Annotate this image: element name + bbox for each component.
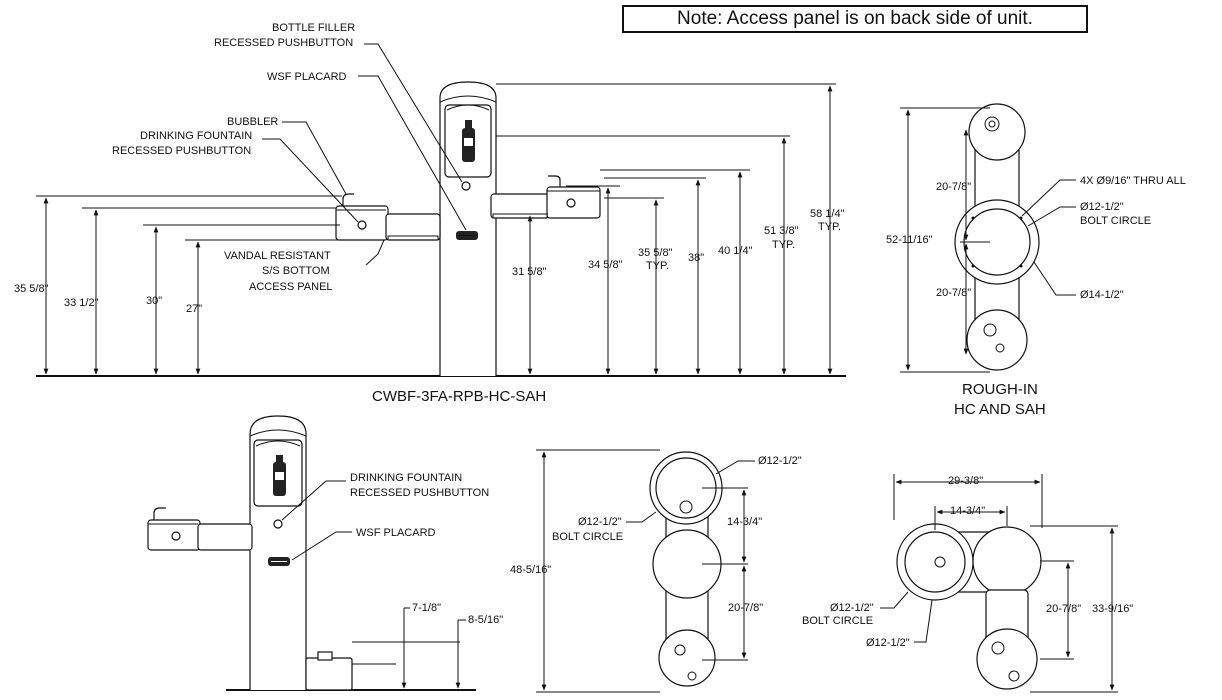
- rough-in-flange-dia: Ø14-1/2": [1080, 289, 1124, 301]
- rough-in-title-1: ROUGH-IN: [962, 381, 1038, 398]
- callout-bottle-filler-1: BOTTLE FILLER: [272, 22, 355, 34]
- plan-b-right-circle: [972, 526, 1042, 596]
- rough-in-title-2: HC AND SAH: [954, 401, 1046, 418]
- plan-a-overall: 48-5/16": [510, 564, 551, 576]
- side-bottle-icon: [273, 455, 286, 496]
- dim-34-5-8: 34 5/8": [588, 259, 623, 271]
- side-callout-fountain-1: DRINKING FOUNTAIN: [350, 472, 462, 484]
- left-drinking-fountain: [335, 193, 441, 241]
- plan-b-bolt-circle-label: BOLT CIRCLE: [802, 615, 873, 627]
- rough-in-bottom-circle: [966, 309, 1028, 371]
- side-dim-7-1-8: 7-1/8": [412, 602, 441, 614]
- plan-a-bottom-circle: [658, 629, 716, 687]
- dim-40-1-4: 40 1/4": [718, 245, 753, 257]
- dim-58-1-4: 58 1/4": [810, 208, 845, 220]
- plan-view-a: 48-5/16" 14-3/4" 20-7/8" Ø12-1/2" Ø12-1/…: [510, 449, 802, 693]
- rough-in-upper: 20-7/8": [936, 181, 971, 193]
- callout-drinking-fountain-1: DRINKING FOUNTAIN: [140, 130, 252, 142]
- dim-30: 30": [146, 295, 162, 307]
- callout-bottle-filler-2: RECESSED PUSHBUTTON: [214, 37, 353, 49]
- dim-35-5-8-typ: 35 5/8": [638, 247, 673, 259]
- model-label: CWBF-3FA-RPB-HC-SAH: [372, 388, 546, 405]
- front-elevation: 35 5/8" 33 1/2" 30" 27" 31 5/8" 34 5/8" …: [14, 22, 846, 405]
- plan-b-spacing: 14-3/4": [950, 505, 985, 517]
- plan-view-b: 29-3/8" 14-3/4" 20-7/8" 33-9/16" Ø12-1/2…: [802, 474, 1133, 693]
- callout-drinking-fountain-2: RECESSED PUSHBUTTON: [112, 145, 251, 157]
- bottle-icon: [462, 120, 475, 162]
- plan-b-depth: 20-7/8": [1046, 603, 1081, 615]
- rough-in-overall: 52-11/16": [886, 234, 933, 246]
- dim-38: 38": [688, 252, 704, 264]
- plan-a-top-circle-dia: Ø12-1/2": [758, 455, 802, 467]
- plan-a-upper: 14-3/4": [727, 516, 762, 528]
- bottle-filler-tower: [439, 81, 497, 376]
- dim-51-3-8: 51 3/8": [764, 225, 799, 237]
- dim-58-1-4-typ: TYP.: [818, 221, 841, 233]
- access-panel-note: Note: Access panel is on back side of un…: [622, 5, 1088, 33]
- side-base-housing: [305, 657, 353, 691]
- side-callout-wsf: WSF PLACARD: [356, 527, 436, 539]
- right-drinking-fountain: [490, 175, 601, 219]
- rough-in-lower: 20-7/8": [936, 287, 971, 299]
- right-pushbutton: [566, 198, 576, 208]
- callout-vandal-2: S/S BOTTOM: [262, 265, 330, 277]
- dim-35-5-8: 35 5/8": [14, 283, 49, 295]
- rough-in-top-circle: [968, 103, 1026, 161]
- plan-a-bolt-circle-dia: Ø12-1/2": [578, 516, 622, 528]
- callout-bubbler: BUBBLER: [227, 116, 278, 128]
- side-pushbutton: [273, 519, 283, 529]
- dim-33-1-2: 33 1/2": [64, 297, 99, 309]
- dim-31-5-8: 31 5/8": [512, 266, 547, 278]
- side-elevation: 7-1/8" 8-5/16" DRINKING FOUNTAIN RECESSE…: [147, 415, 503, 691]
- left-pushbutton: [357, 220, 367, 230]
- rough-in-bolt-circle-dia: Ø12-1/2": [1080, 201, 1124, 213]
- plan-b-bolt-circle-dia: Ø12-1/2": [830, 602, 874, 614]
- rough-in-bolt-circle-label: BOLT CIRCLE: [1080, 215, 1151, 227]
- dim-35-5-8-typ-label: TYP.: [646, 260, 669, 272]
- rough-in-holes: 4X Ø9/16" THRU ALL: [1080, 175, 1186, 187]
- plan-b-overall: 33-9/16": [1092, 603, 1133, 615]
- dim-51-3-8-typ: TYP.: [772, 239, 795, 251]
- callout-vandal-1: VANDAL RESISTANT: [224, 250, 331, 262]
- side-callout-fountain-2: RECESSED PUSHBUTTON: [350, 487, 489, 499]
- plan-a-lower: 20-7/8": [728, 602, 763, 614]
- plan-b-circle-dia: Ø12-1/2": [866, 637, 910, 649]
- plan-a-bolt-circle-label: BOLT CIRCLE: [552, 531, 623, 543]
- dim-27: 27": [186, 303, 202, 315]
- plan-b-bottom-circle: [976, 628, 1038, 690]
- plan-b-width: 29-3/8": [948, 475, 983, 487]
- bubbler: [342, 193, 354, 206]
- rough-in-plan: 52-11/16" 20-7/8" 20-7/8" 4X Ø9/16" THRU…: [886, 103, 1186, 418]
- bottle-filler-pushbutton: [461, 181, 471, 191]
- side-dim-8-5-16: 8-5/16": [468, 614, 503, 626]
- callout-vandal-3: ACCESS PANEL: [249, 281, 333, 293]
- callout-wsf-placard: WSF PLACARD: [267, 71, 347, 83]
